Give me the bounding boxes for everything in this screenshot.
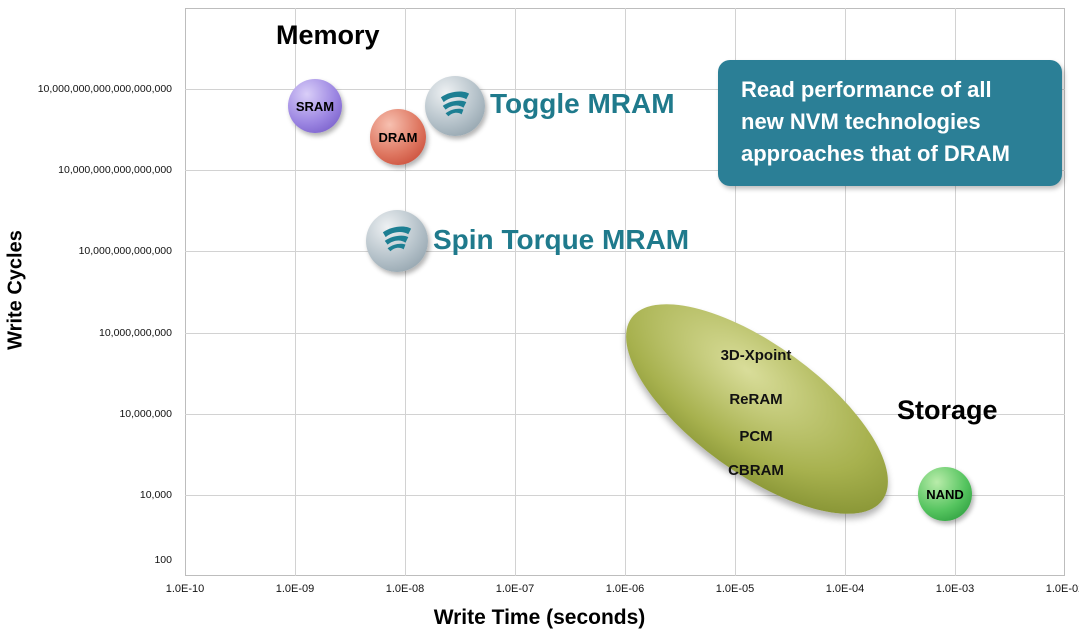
gridline-horizontal xyxy=(185,251,1065,252)
memory-group-title: Memory xyxy=(276,20,380,50)
gridline-horizontal xyxy=(185,495,1065,496)
cluster-item-reram: ReRAM xyxy=(729,391,783,408)
y-tick-label: 100 xyxy=(154,554,172,566)
callout-line: approaches that of DRAM xyxy=(741,141,1010,166)
gridline-horizontal xyxy=(185,89,1065,90)
cluster-item-pcm: PCM xyxy=(739,428,773,445)
y-axis-title: Write Cycles xyxy=(4,230,27,350)
dram-label: DRAM xyxy=(378,129,418,145)
y-tick-label: 10,000 xyxy=(139,489,172,501)
x-tick-label: 1.0E-02 xyxy=(1045,583,1079,595)
cluster-item-cbram: CBRAM xyxy=(728,462,784,479)
toggle-mram-label: Toggle MRAM xyxy=(490,88,675,119)
cluster-item-3d-xpoint: 3D-Xpoint xyxy=(720,347,792,364)
gridline-vertical xyxy=(515,8,516,576)
sram-bubble: SRAM xyxy=(288,79,342,133)
callout-line: new NVM technologies xyxy=(741,109,981,134)
nand-label: NAND xyxy=(926,486,964,502)
storage-group-title: Storage xyxy=(897,395,998,425)
spin-torque-mram-label: Spin Torque MRAM xyxy=(433,224,690,255)
x-tick-label: 1.0E-08 xyxy=(385,583,425,595)
x-tick-label: 1.0E-05 xyxy=(715,583,755,595)
y-tick-label: 10,000,000,000,000 xyxy=(78,245,172,257)
everspin-logo-icon xyxy=(378,223,416,260)
sram-label: SRAM xyxy=(295,98,335,114)
dram-bubble: DRAM xyxy=(370,109,426,165)
gridline-vertical xyxy=(295,8,296,576)
gridline-vertical xyxy=(955,8,956,576)
x-tick-label: 1.0E-09 xyxy=(275,583,315,595)
gridline-horizontal xyxy=(185,170,1065,171)
gridline-vertical xyxy=(405,8,406,576)
spin-torque-mram-bubble xyxy=(366,210,428,272)
x-tick-label: 1.0E-06 xyxy=(605,583,645,595)
x-tick-label: 1.0E-03 xyxy=(935,583,975,595)
gridline-horizontal xyxy=(185,414,1065,415)
nand-bubble: NAND xyxy=(918,467,972,521)
callout-line: Read performance of all xyxy=(741,77,992,102)
toggle-mram-bubble xyxy=(425,76,485,136)
gridline-vertical xyxy=(735,8,736,576)
x-axis-title: Write Time (seconds) xyxy=(433,606,646,629)
y-tick-label: 10,000,000,000,000,000 xyxy=(58,164,172,176)
gridline-vertical xyxy=(625,8,626,576)
y-tick-label: 10,000,000,000,000,000,000 xyxy=(37,83,172,95)
callout-box: Read performance of all new NVM technolo… xyxy=(718,60,1062,186)
x-tick-label: 1.0E-04 xyxy=(825,583,865,595)
y-tick-label: 10,000,000,000 xyxy=(99,327,172,339)
everspin-logo-icon xyxy=(436,88,474,125)
gridline-vertical xyxy=(845,8,846,576)
y-tick-label: 10,000,000 xyxy=(119,408,172,420)
x-tick-label: 1.0E-10 xyxy=(165,583,205,595)
x-tick-label: 1.0E-07 xyxy=(495,583,535,595)
